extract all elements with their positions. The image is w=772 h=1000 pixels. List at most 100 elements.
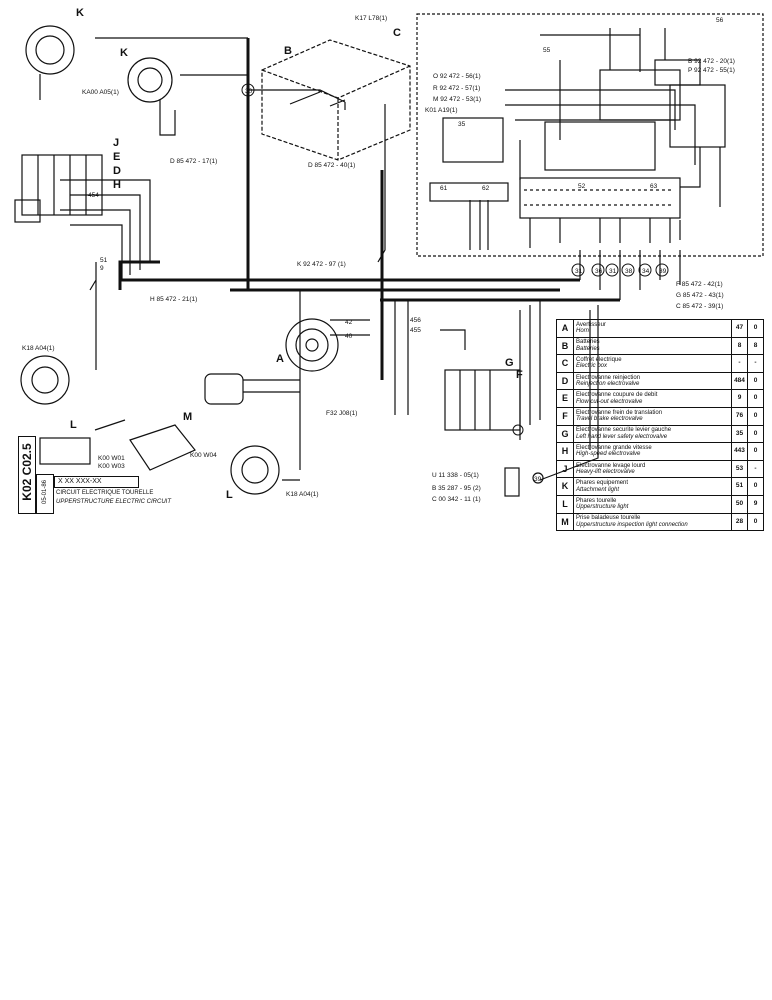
wire-ref-g85: G 85 472 - 43(1) bbox=[676, 292, 724, 299]
legend-code: B bbox=[556, 336, 574, 356]
part-label-a: A bbox=[276, 353, 284, 365]
wire-ref-r92: R 92 472 - 57(1) bbox=[433, 85, 480, 92]
wire-ref-u: U 11 338 - 05(1) bbox=[432, 472, 479, 479]
part-label-l-left: L bbox=[70, 419, 77, 431]
wire-ref-k17: K17 L78(1) bbox=[355, 15, 387, 22]
drawing-date: 05-01-86 bbox=[42, 479, 48, 505]
terminal-30: 30 bbox=[245, 88, 253, 95]
electrovalve-stack bbox=[21, 154, 103, 216]
light-k-top bbox=[25, 25, 75, 75]
connector-31: 31 bbox=[575, 268, 583, 275]
legend-code: E bbox=[556, 389, 574, 408]
legend-ground-number: 0 bbox=[747, 442, 764, 461]
terminal-455: 455 bbox=[410, 327, 421, 334]
legend-wire-number: 51 bbox=[731, 477, 748, 496]
connector-38: 38 bbox=[625, 268, 633, 275]
socket-m bbox=[204, 373, 244, 405]
wire-ref-ka00: KA00 A05(1) bbox=[82, 89, 119, 96]
legend-wire-number: 9 bbox=[731, 389, 748, 408]
drawing-reference: X XX XXX-XX bbox=[54, 476, 139, 488]
legend-description-fr: Electrovanne frein de translation bbox=[576, 409, 663, 416]
legend-wire-number: 35 bbox=[731, 424, 748, 444]
drawing-code-box: K02 C02.5 bbox=[18, 436, 36, 514]
terminal-52: 52 bbox=[578, 183, 586, 190]
terminal-454: 454 bbox=[88, 192, 99, 199]
legend-description-fr: Electrovanne coupure de debit bbox=[576, 392, 658, 399]
legend-code: G bbox=[556, 424, 574, 444]
legend-wire-number: 8 bbox=[731, 336, 748, 356]
title-block: K02 C02.5 05-01-86 X XX XXX-XX CIRCUIT E… bbox=[18, 436, 205, 514]
part-label-f: F bbox=[516, 369, 523, 381]
legend-ground-number: 0 bbox=[747, 512, 764, 532]
drawing-title-fr: CIRCUIT ELECTRIQUE TOURELLE bbox=[56, 490, 154, 496]
terminal-56: 56 bbox=[716, 17, 724, 24]
legend-description-en: Upperstructure light bbox=[576, 504, 629, 511]
legend-ground-number: - bbox=[747, 459, 764, 479]
legend-code: L bbox=[556, 494, 574, 514]
legend-ground-number: 0 bbox=[747, 371, 764, 391]
legend-description-en: Reinjection electrovalve bbox=[576, 381, 640, 388]
legend-code: C bbox=[556, 354, 574, 373]
legend-code: A bbox=[556, 319, 574, 338]
legend-ground-number: - bbox=[747, 354, 764, 373]
part-label-l-bottom: L bbox=[226, 489, 233, 501]
legend-description-en: Upperstructure inspection light connecti… bbox=[576, 521, 688, 528]
legend-wire-number: 47 bbox=[731, 319, 748, 338]
part-label-g: G bbox=[505, 357, 514, 369]
legend-description-en: Travel brake electrovalve bbox=[576, 416, 643, 423]
legend-description-fr: Electrovanne reinjection bbox=[576, 374, 641, 381]
legend-wire-number: 443 bbox=[731, 442, 748, 461]
connector-31b: 31 bbox=[609, 268, 617, 275]
part-label-k-second: K bbox=[120, 47, 128, 59]
terminal-456: 456 bbox=[410, 317, 421, 324]
terminal-63: 63 bbox=[650, 183, 658, 190]
legend-description-fr: Avertisseur bbox=[576, 321, 606, 328]
part-label-k-top: K bbox=[76, 7, 84, 19]
legend-ground-number: 0 bbox=[747, 406, 764, 426]
terminal-62: 62 bbox=[482, 185, 490, 192]
wire-ref-k92: K 92 472 - 97 (1) bbox=[297, 261, 346, 268]
legend-description-fr: Electrovanne levage lourd bbox=[576, 462, 646, 469]
part-label-c: C bbox=[393, 27, 401, 39]
part-label-j: J bbox=[113, 137, 119, 149]
legend-ground-number: 0 bbox=[747, 424, 764, 444]
legend-ground-number: 9 bbox=[747, 494, 764, 514]
legend-wire-number: 53 bbox=[731, 459, 748, 479]
wire-ref-k01: K01 A19(1) bbox=[425, 107, 458, 114]
legend-wire-number: - bbox=[731, 354, 748, 373]
legend-code: K bbox=[556, 477, 574, 496]
drawing-title-en: UPPERSTRUCTURE ELECTRIC CIRCUIT bbox=[56, 499, 172, 505]
terminal-61: 61 bbox=[440, 185, 448, 192]
legend-wire-number: 28 bbox=[731, 512, 748, 532]
legend-description-en: Attachment light bbox=[576, 486, 620, 493]
wire-ref-k00-w01: K00 W01 bbox=[98, 455, 125, 462]
connector-39b: 39 bbox=[534, 476, 542, 483]
wire-ref-b92: B 92 472 - 20(1) bbox=[688, 58, 735, 65]
legend-ground-number: 0 bbox=[747, 319, 764, 338]
horn-a bbox=[285, 318, 339, 372]
legend-code: D bbox=[556, 371, 574, 391]
wire-ref-f85: F 85 472 - 42(1) bbox=[676, 281, 723, 288]
terminal-40: 40 bbox=[345, 333, 353, 340]
legend-wire-number: 76 bbox=[731, 406, 748, 426]
legend-ground-number: 8 bbox=[747, 336, 764, 356]
